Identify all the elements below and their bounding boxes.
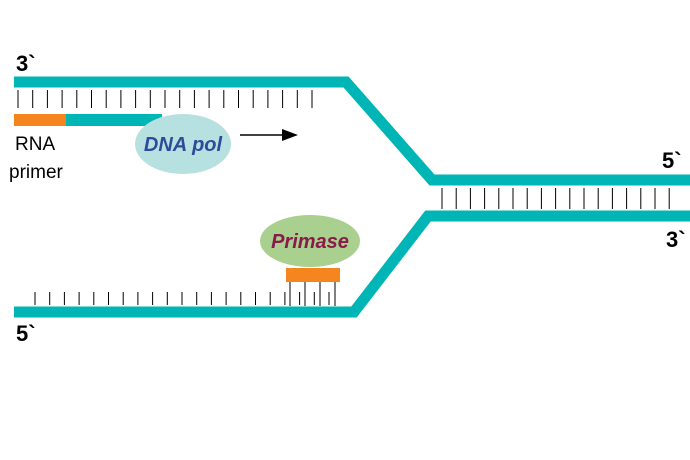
rna-primer-top	[14, 114, 66, 126]
top-left-end-label: 3`	[16, 51, 36, 76]
top-parent-strand	[14, 76, 690, 186]
rna-primer-label-line1: RNA	[15, 134, 55, 155]
top-strand-base-ticks	[17, 90, 313, 108]
rna-primer-label-line2: primer	[9, 162, 64, 183]
right-duplex-base-ticks	[441, 188, 670, 209]
arrow-head	[282, 129, 298, 141]
dna-strands	[14, 76, 690, 318]
primase-label: Primase	[271, 231, 349, 253]
bottom-strand-base-ticks	[34, 292, 330, 305]
new-leading-strand	[66, 114, 162, 126]
rna-primer-bottom	[286, 268, 340, 282]
primase: Primase	[260, 215, 360, 267]
dna-pol-label: DNA pol	[144, 134, 223, 156]
bottom-left-end-label: 5`	[16, 321, 36, 346]
right-lower-end-label: 3`	[666, 227, 686, 252]
right-arrow-icon	[240, 129, 298, 141]
dna-polymerase: DNA pol	[135, 114, 231, 174]
dna-pol-ellipse	[135, 114, 231, 174]
right-upper-end-label: 5`	[662, 148, 682, 173]
primase-ellipse	[260, 215, 360, 267]
primase-primer-ticks	[289, 282, 336, 306]
bottom-parent-strand	[14, 210, 690, 318]
